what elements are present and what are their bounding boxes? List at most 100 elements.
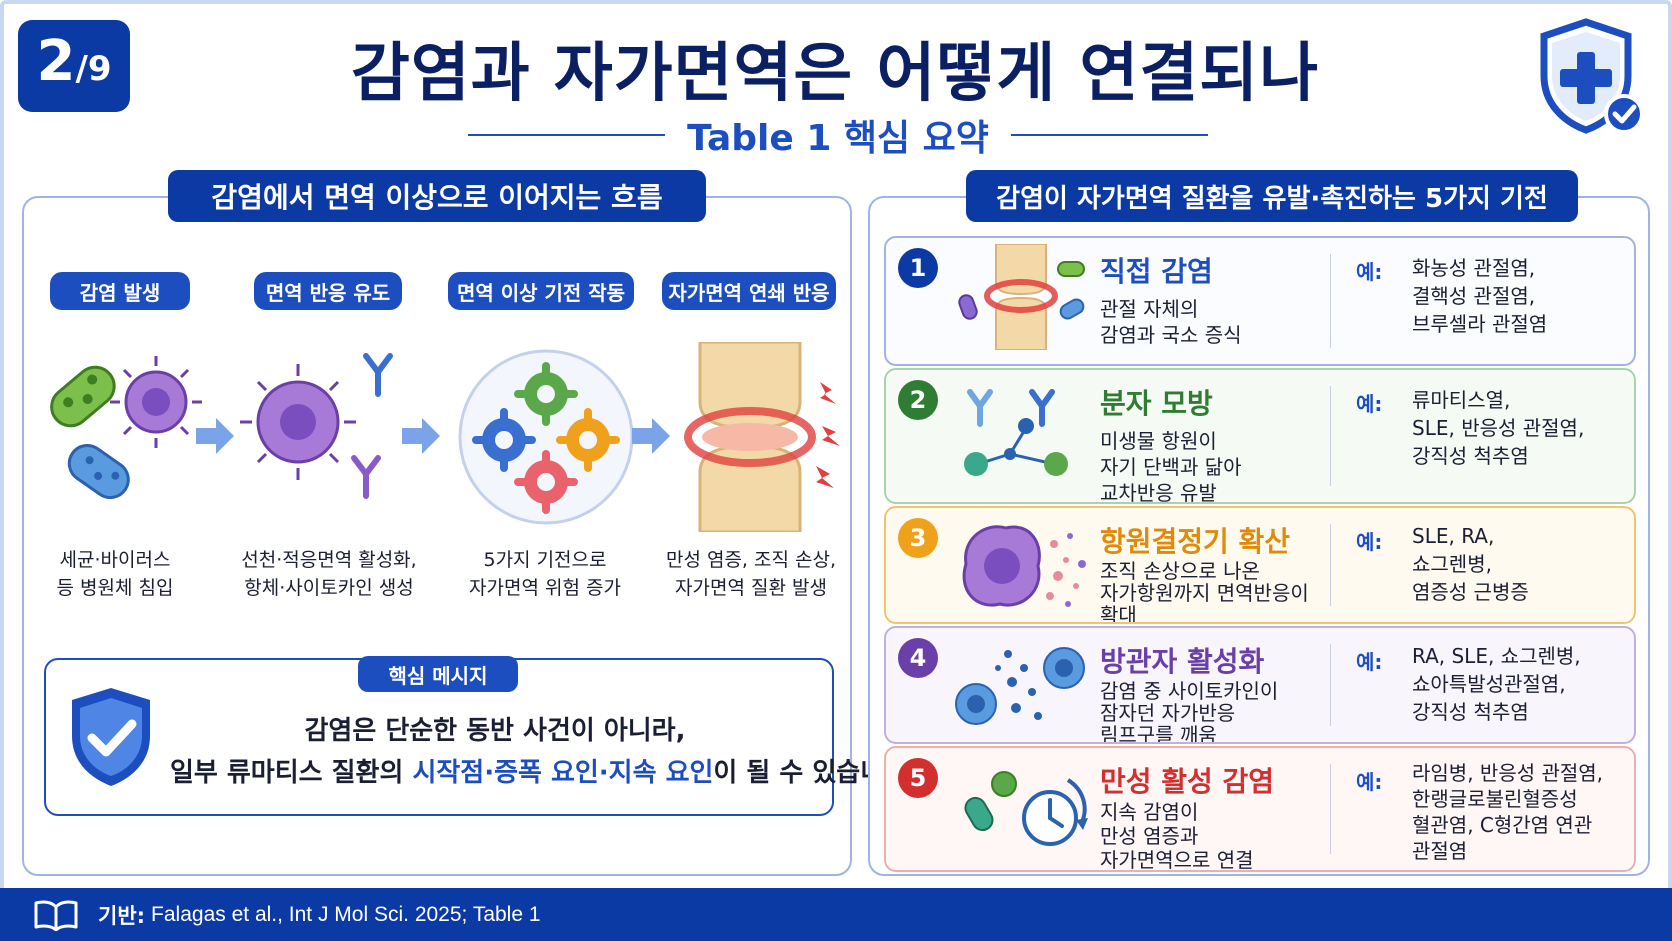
example-line: 한랭글로불린혈증성	[1412, 787, 1578, 811]
example-line: 류마티스열,	[1412, 388, 1511, 412]
key-message-label: 핵심 메시지	[358, 656, 518, 692]
footer-bar: 기반: Falagas et al., Int J Mol Sci. 2025;…	[0, 888, 1672, 941]
example-line: 라임병, 반응성 관절염,	[1412, 761, 1604, 785]
example-label: 예:	[1356, 392, 1383, 416]
mechanism-title: 직접 감염	[1100, 255, 1213, 288]
cell-icon	[955, 647, 1085, 725]
step-label-mechanism: 면역 이상 기전 작동	[448, 272, 634, 310]
mechanism-number: 4	[898, 638, 938, 678]
example-line: RA, SLE, 쇼그렌병,	[1412, 644, 1581, 668]
step-desc-line: 5가지 기전으로	[483, 549, 607, 571]
step-desc-line: 세균·바이러스	[59, 549, 171, 571]
mechanism-desc-line: 조직 손상으로 나온	[1100, 559, 1260, 583]
footer-label: 기반:	[98, 903, 146, 928]
divider	[1330, 644, 1331, 726]
example-line: 혈관염, C형간염 연관	[1412, 813, 1593, 837]
step-desc-line: 선천·적응면역 활성화,	[241, 549, 417, 571]
antibody-icon	[240, 353, 393, 499]
mechanism-examples: SLE, RA, 쇼그렌병, 염증성 근병증	[1412, 522, 1634, 606]
clock-icon	[964, 771, 1088, 846]
cell-icon	[962, 525, 1086, 607]
example-label: 예:	[1356, 650, 1383, 674]
microbe-icon	[50, 356, 202, 500]
step-desc-autoimmune: 만성 염증, 조직 손상, 자가면역 질환 발생	[636, 546, 866, 602]
joint-icon	[684, 342, 840, 532]
step-desc-line: 자가면역 위험 증가	[469, 577, 621, 599]
mechanism-number: 5	[898, 758, 938, 798]
divider	[1330, 386, 1331, 486]
mechanism-desc: 지속 감염이 만성 염증과 자가면역으로 연결	[1100, 800, 1330, 872]
step-desc-infection: 세균·바이러스 등 병원체 침입	[0, 546, 230, 602]
book-icon	[34, 900, 78, 931]
mechanism-number: 3	[898, 518, 938, 558]
example-line: 관절염	[1412, 839, 1468, 863]
page-current: 2	[36, 29, 76, 94]
step-desc-line: 자가면역 질환 발생	[675, 577, 827, 599]
mechanism-desc-line: 미생물 항원이	[1100, 429, 1217, 453]
subtitle-row: Table 1 핵심 요약	[468, 110, 1208, 160]
mechanism-desc: 조직 손상으로 나온 자가항원까지 면역반응이 확대	[1100, 559, 1330, 624]
divider	[1330, 254, 1331, 348]
mechanism-card-epitope-spreading: 3 항원결정기 확산 조직 손상으로 나온 자가항원까지 면역반응이 확대 예:…	[884, 506, 1636, 624]
arrow-right-icon	[196, 418, 234, 454]
subtitle-line-right	[1010, 134, 1208, 136]
mechanism-title: 방관자 활성화	[1100, 645, 1265, 678]
page-badge: 2 /9	[18, 20, 130, 112]
mechanism-card-molecular-mimicry: 2 분자 모방 미생물 항원이 자기 단백과 닮아 교차반응 유발 예: 류마티…	[884, 368, 1636, 504]
mechanism-examples: 화농성 관절염, 결핵성 관절염, 브루셀라 관절염	[1412, 254, 1634, 338]
example-line: 결핵성 관절염,	[1412, 284, 1536, 308]
step-desc-line: 만성 염증, 조직 손상,	[665, 549, 837, 571]
mechanism-card-bystander-activation: 4 방관자 활성화 감염 중 사이토카인이 잠자던 자가반응 림프구를 깨움 예…	[884, 626, 1636, 744]
mechanism-desc-line: 자가면역으로 연결	[1100, 848, 1254, 872]
example-label: 예:	[1356, 770, 1383, 794]
mechanism-number: 1	[898, 248, 938, 288]
example-line: SLE, 반응성 관절염,	[1412, 416, 1585, 440]
example-line: 쇼그렌병,	[1412, 552, 1492, 576]
mechanism-panel-header: 감염이 자가면역 질환을 유발·촉진하는 5가지 기전	[966, 170, 1578, 222]
arrow-right-icon	[402, 418, 440, 454]
example-line: 쇼아특발성관절염,	[1412, 672, 1566, 696]
page-title: 감염과 자가면역은 어떻게 연결되나	[350, 37, 1320, 111]
mechanism-title: 항원결정기 확산	[1100, 525, 1291, 558]
joint-infection-icon	[958, 244, 1085, 350]
mechanism-desc-line: 자기 단백과 닮아	[1100, 455, 1242, 479]
arrow-right-icon	[632, 418, 670, 454]
step-desc-line: 항체·사이토카인 생성	[244, 577, 414, 599]
mechanism-desc-line: 자가항원까지 면역반응이	[1100, 581, 1309, 605]
page-subtitle: Table 1 핵심 요약	[687, 118, 989, 159]
example-line: 강직성 척추염	[1412, 700, 1529, 724]
mechanism-card-chronic-infection: 5 만성 활성 감염 지속 감염이 만성 염증과 자가면역으로 연결 예: 라임…	[884, 746, 1636, 872]
step-desc-immune-response: 선천·적응면역 활성화, 항체·사이토카인 생성	[214, 546, 444, 602]
step-label-immune-response: 면역 반응 유도	[254, 272, 402, 310]
mechanism-card-direct-infection: 1 직접 감염 관절 자체의 감염과 국소 증식 예: 화농성 관절염, 결핵성…	[884, 236, 1636, 366]
mechanism-desc-line: 감염 중 사이토카인이	[1100, 679, 1279, 703]
mechanism-number: 2	[898, 380, 938, 420]
key-message-line1: 감염은 단순한 동반 사건이 아니라,	[304, 716, 686, 746]
molecule-icon	[964, 389, 1068, 476]
mechanism-desc: 관절 자체의 감염과 국소 증식	[1100, 296, 1330, 348]
mechanism-examples: 류마티스열, SLE, 반응성 관절염, 강직성 척추염	[1412, 386, 1634, 470]
step-label-autoimmune: 자가면역 연쇄 반응	[662, 272, 836, 310]
mechanism-desc-line: 잠자던 자가반응	[1100, 701, 1236, 725]
shield-plus-icon	[1540, 18, 1644, 134]
divider	[1330, 524, 1331, 606]
example-line: 브루셀라 관절염	[1412, 312, 1548, 336]
mechanism-desc-line: 지속 감염이	[1100, 800, 1199, 824]
page-total: /9	[75, 49, 112, 89]
mechanism-title: 만성 활성 감염	[1100, 765, 1275, 798]
example-line: 강직성 척추염	[1412, 444, 1529, 468]
mechanism-desc-line: 확대	[1100, 603, 1137, 624]
example-label: 예:	[1356, 260, 1383, 284]
step-desc-mechanism: 5가지 기전으로 자가면역 위험 증가	[430, 546, 660, 602]
mechanism-desc-line: 만성 염증과	[1100, 824, 1199, 848]
mechanism-desc-line: 감염과 국소 증식	[1100, 323, 1242, 347]
step-desc-line: 등 병원체 침입	[56, 577, 174, 599]
mechanism-examples: 라임병, 반응성 관절염, 한랭글로불린혈증성 혈관염, C형간염 연관 관절염	[1412, 760, 1634, 864]
subtitle-line-left	[468, 134, 666, 136]
flow-panel-header: 감염에서 면역 이상으로 이어지는 흐름	[168, 170, 706, 222]
mechanism-examples: RA, SLE, 쇼그렌병, 쇼아특발성관절염, 강직성 척추염	[1412, 642, 1634, 726]
example-line: 화농성 관절염,	[1412, 256, 1536, 280]
key-message-line2-pre: 일부 류마티스 질환의	[170, 758, 413, 788]
example-label: 예:	[1356, 530, 1383, 554]
key-message-highlight: 시작점·증폭 요인·지속 요인	[412, 758, 714, 788]
